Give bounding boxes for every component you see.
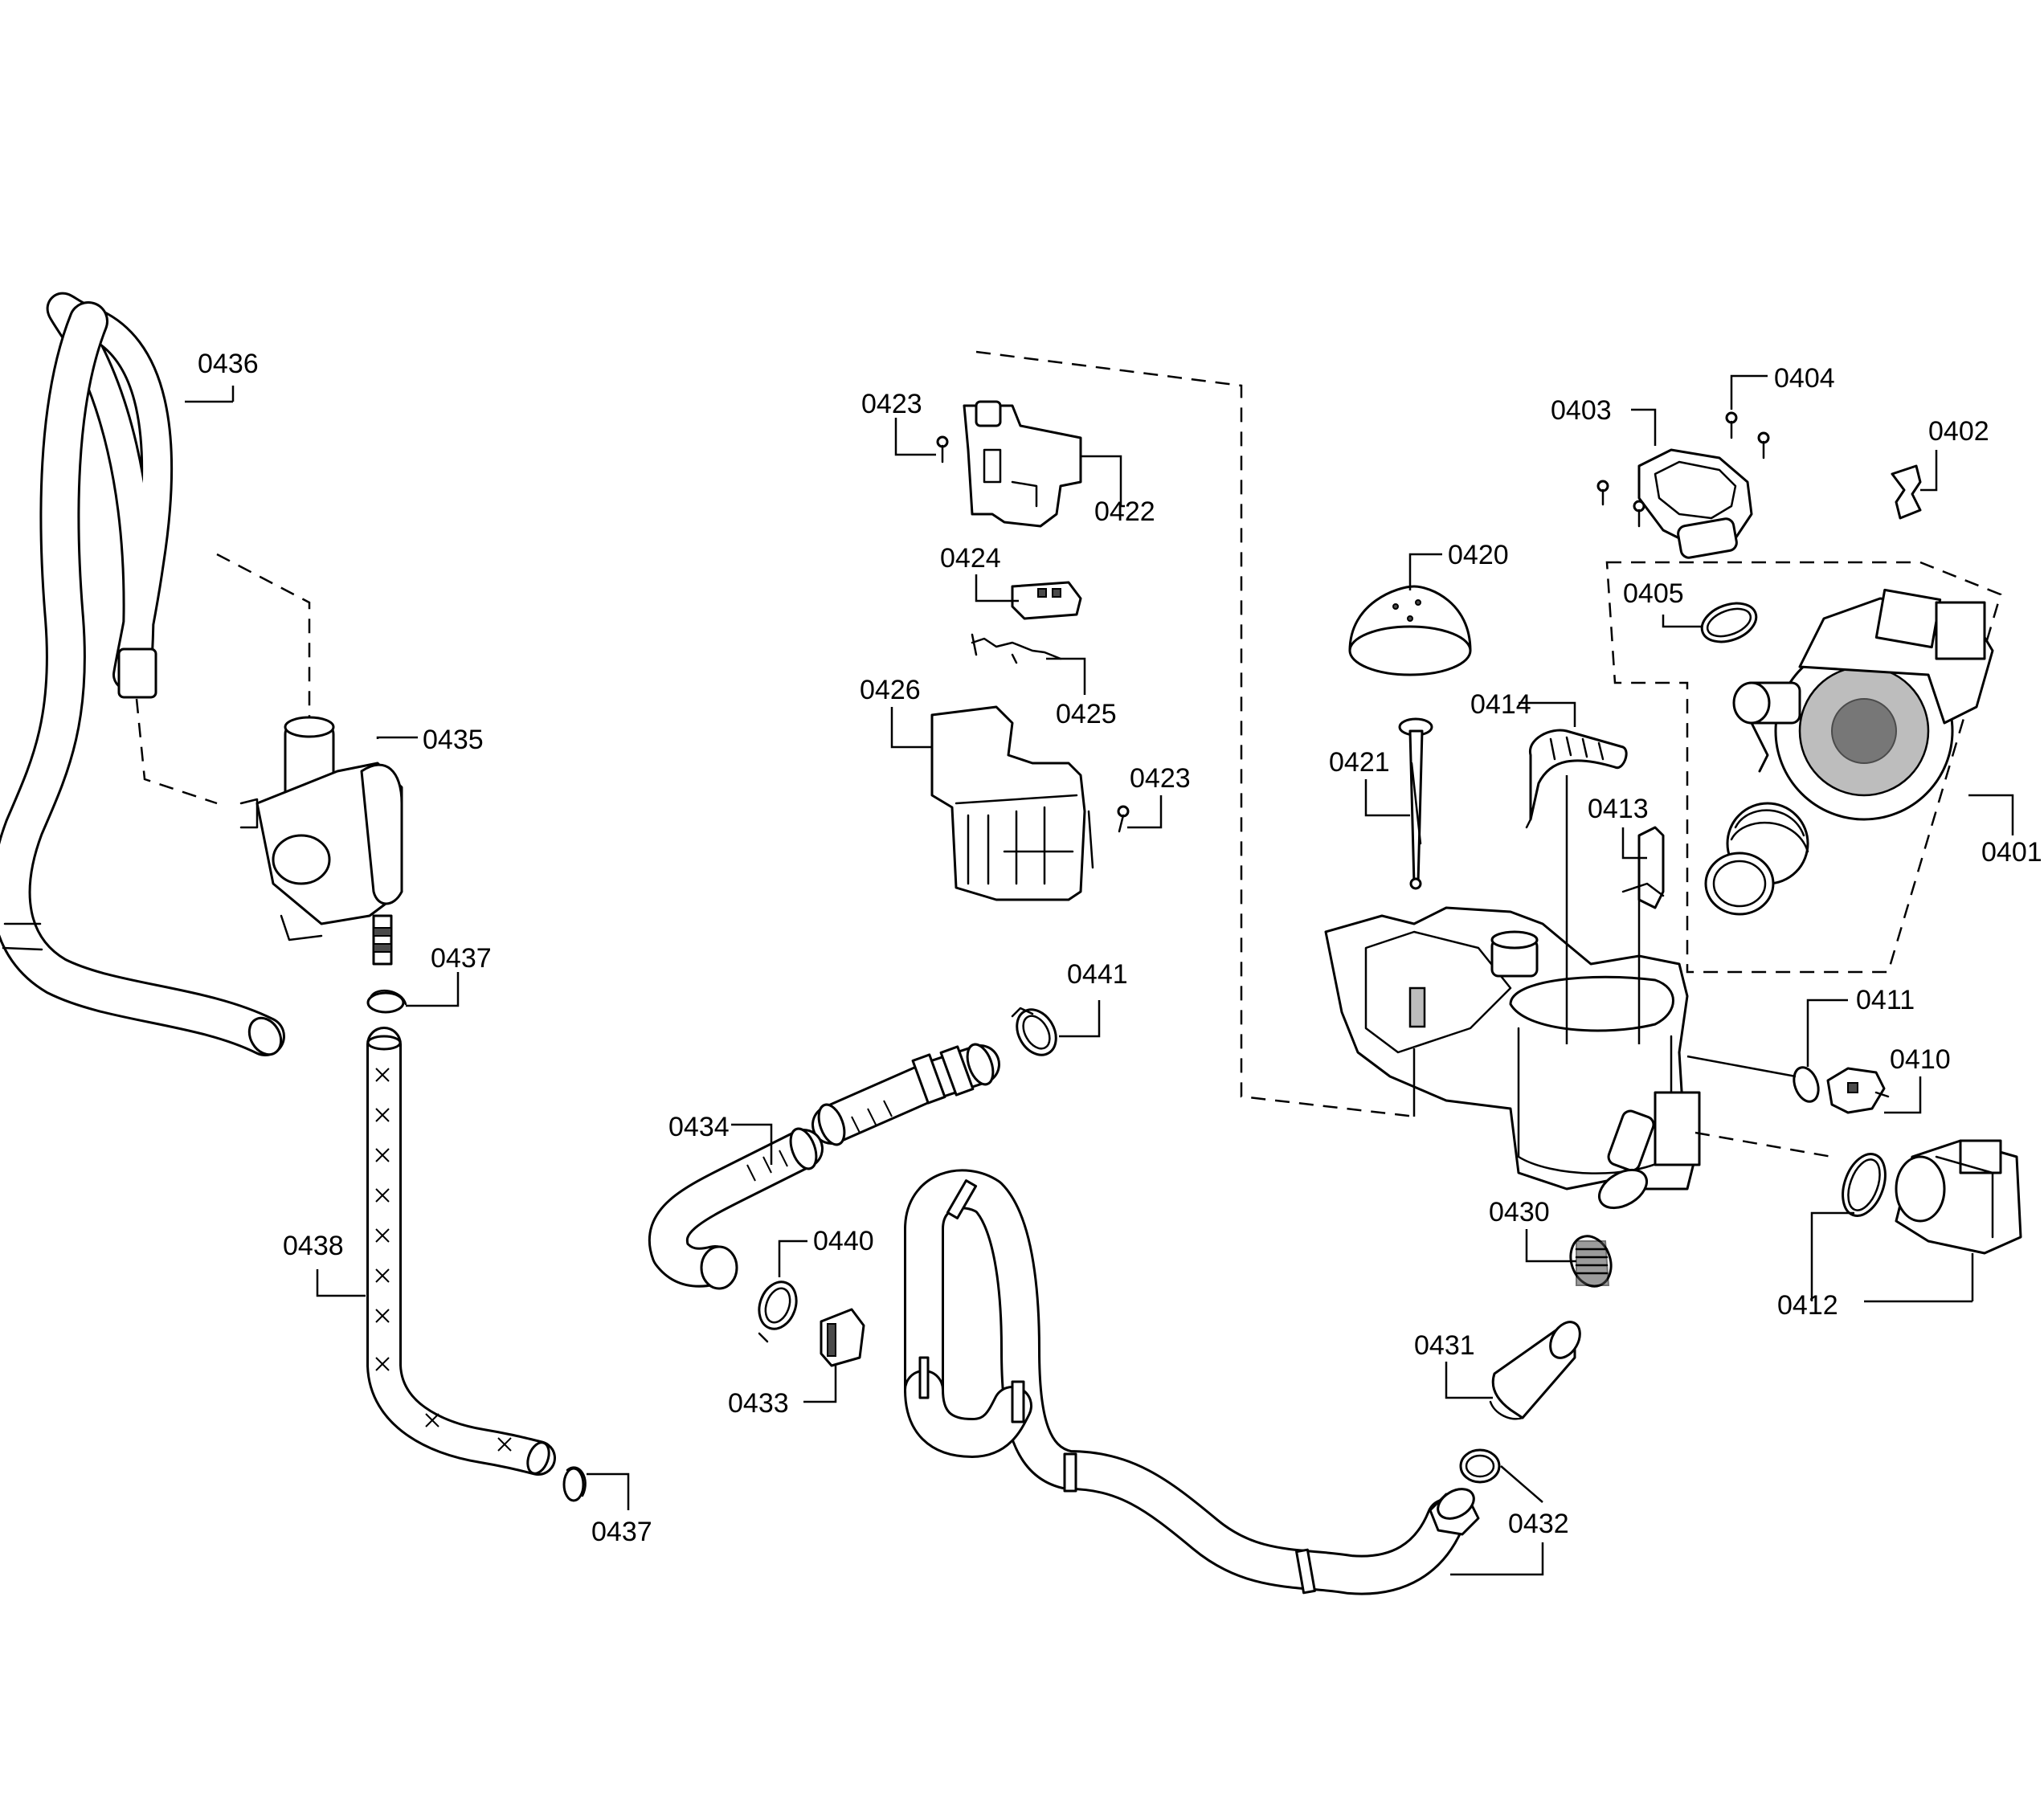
housing-0403 [1637, 448, 1753, 559]
label-0430: 0430 [1489, 1197, 1550, 1227]
screw-0423-right [1117, 805, 1130, 833]
label-0421: 0421 [1329, 747, 1390, 778]
label-0414: 0414 [1470, 689, 1531, 720]
label-0438: 0438 [283, 1231, 344, 1261]
clamp-0441 [1011, 1007, 1057, 1056]
label-0440: 0440 [813, 1226, 874, 1256]
clip-0433 [820, 1308, 865, 1367]
label-0420: 0420 [1448, 540, 1509, 570]
sump-housing [1324, 906, 1701, 1210]
switch-0424 [1011, 581, 1082, 620]
label-0413: 0413 [1588, 794, 1649, 824]
screws-0404 [1596, 411, 1770, 528]
pump-outlet-0401 [1704, 802, 1809, 916]
clamp-0437-top [366, 989, 407, 1014]
clamp-0440 [758, 1280, 798, 1343]
label-0435: 0435 [423, 725, 484, 755]
label-0404: 0404 [1774, 363, 1835, 394]
gasket-0402 [1891, 464, 1922, 520]
label-0437-bottom: 0437 [591, 1517, 652, 1547]
label-0436: 0436 [198, 349, 259, 379]
screw-0423-top [936, 435, 949, 464]
label-0431: 0431 [1414, 1330, 1475, 1361]
label-0401: 0401 [1981, 837, 2042, 868]
label-0412: 0412 [1777, 1290, 1838, 1321]
seal-0412 [1842, 1153, 1887, 1217]
label-0402: 0402 [1928, 416, 1989, 447]
label-0434: 0434 [668, 1112, 730, 1142]
label-0426: 0426 [860, 675, 921, 705]
label-0411: 0411 [1856, 985, 1915, 1015]
basket-0426 [930, 705, 1094, 901]
float-rod-0421 [1398, 717, 1433, 890]
seal-ring-0432 [1459, 1448, 1501, 1484]
hose-0434 [648, 1043, 1000, 1290]
label-0433: 0433 [728, 1388, 789, 1419]
clamp-0437-bottom [562, 1466, 587, 1502]
drain-pump-0412 [1895, 1139, 2022, 1255]
bracket-0422 [963, 400, 1082, 528]
clip-0414 [1525, 729, 1628, 829]
latch-0413 [1621, 826, 1665, 909]
label-0422: 0422 [1094, 496, 1155, 527]
cover-0420 [1348, 585, 1472, 676]
label-0437-top: 0437 [431, 943, 492, 974]
label-0424: 0424 [940, 543, 1001, 574]
label-0441: 0441 [1067, 959, 1128, 990]
sensor-0410 [1826, 1067, 1890, 1114]
label-0423-right: 0423 [1130, 763, 1191, 794]
label-0432: 0432 [1508, 1509, 1569, 1539]
clamp-ring-0405 [1700, 602, 1758, 643]
label-0403: 0403 [1551, 395, 1612, 426]
spring-0425 [971, 633, 1062, 664]
label-0425: 0425 [1056, 699, 1117, 729]
drain-hose-long [904, 1169, 1480, 1595]
pump-heater-0401 [1732, 588, 1994, 821]
hose-0438 [366, 1027, 556, 1476]
o-ring-0411 [1793, 1066, 1820, 1103]
label-0410: 0410 [1890, 1044, 1951, 1075]
valve-0435 [239, 716, 403, 966]
label-0423-top: 0423 [861, 389, 922, 419]
filter-0430 [1569, 1235, 1613, 1288]
inlet-hose-0436 [0, 292, 285, 1056]
label-0405: 0405 [1623, 578, 1684, 609]
cap-0431 [1489, 1321, 1581, 1420]
